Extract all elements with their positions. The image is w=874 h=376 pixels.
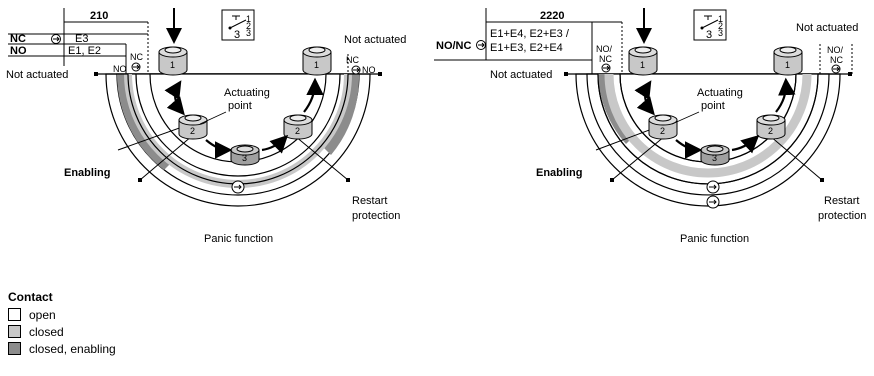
right-panic-label: Panic function	[680, 233, 749, 245]
left-row-nc-value: E3	[75, 33, 88, 45]
right-pos-2b: 2	[768, 126, 773, 136]
left-right-nc: NC	[346, 55, 359, 65]
right-symbol-digit: 3	[706, 29, 712, 41]
left-row-no-label: NO	[10, 45, 27, 57]
left-pos-1b: 1	[314, 60, 319, 70]
right-row-value-1: E1+E4, E2+E3 /	[490, 28, 570, 40]
right-pos-1: 1	[640, 60, 645, 70]
legend: Contact open closed closed, enabling	[8, 290, 116, 357]
right-table-header: 2220	[540, 10, 564, 22]
left-symbol-small-1: 1	[246, 14, 251, 24]
legend-item-closed-enabling: closed, enabling	[8, 340, 116, 357]
right-contact-table: 2220 NO/NC E1+E4, E2+E3 / E1+E3, E2+E4 N…	[434, 8, 623, 74]
right-right-col-1: NO/	[827, 45, 844, 55]
right-row-value-2: E1+E3, E2+E4	[490, 42, 563, 54]
left-diagram: 210 NC E3 NO E1, E2 NC NO Not actuated N…	[6, 8, 406, 245]
legend-item-closed: closed	[8, 323, 116, 340]
left-not-actuated-left: Not actuated	[6, 69, 68, 81]
left-switch-symbol: 3 1 2 3	[221, 9, 255, 41]
right-pos-1b: 1	[785, 60, 790, 70]
left-pos-1: 1	[170, 60, 175, 70]
left-button-pos1b: 1	[302, 46, 332, 76]
right-actuating-line2: point	[701, 100, 725, 112]
right-button-pos1b: 1	[773, 46, 803, 76]
right-left-col-1: NO/	[596, 44, 613, 54]
right-switch-symbol: 3 1 2 3	[693, 9, 727, 41]
legend-swatch-open	[8, 308, 21, 321]
left-restart-line1: Restart	[352, 195, 387, 207]
right-symbol-small-2: 2	[718, 21, 723, 31]
left-table-header: 210	[90, 10, 108, 22]
right-button-pos2b: 2	[756, 114, 786, 140]
right-right-col-2: NC	[830, 55, 843, 65]
left-row-nc-label: NC	[10, 33, 26, 45]
left-panic-label: Panic function	[204, 233, 273, 245]
right-actuating-line1: Actuating	[697, 87, 743, 99]
left-pos-3: 3	[242, 153, 247, 163]
left-actuating-line2: point	[228, 100, 252, 112]
legend-label-closed: closed	[29, 324, 64, 339]
legend-item-open: open	[8, 306, 116, 323]
right-button-pos3: 3	[700, 144, 730, 166]
right-closed-band	[604, 73, 812, 178]
right-symbol-small-1: 1	[718, 14, 723, 24]
legend-title: Contact	[8, 290, 53, 304]
legend-label-open: open	[29, 307, 56, 322]
left-button-pos2b: 2	[283, 114, 313, 140]
left-button-pos1: 1	[158, 46, 188, 76]
legend-label-closed-enabling: closed, enabling	[29, 341, 116, 356]
left-button-pos3: 3	[230, 144, 260, 166]
right-pos-3: 3	[712, 153, 717, 163]
right-enabling-label: Enabling	[536, 167, 582, 179]
left-symbol-digit: 3	[234, 29, 240, 41]
legend-swatch-closed-enabling	[8, 342, 21, 355]
left-row-no-value: E1, E2	[68, 45, 101, 57]
left-contact-table: 210 NC E3 NO E1, E2 NC NO	[8, 8, 149, 74]
left-not-actuated-right: Not actuated	[344, 34, 406, 46]
left-enabling-label: Enabling	[64, 167, 110, 179]
left-col-no: NO	[113, 64, 127, 74]
left-right-no: NO	[362, 65, 376, 75]
right-row-label: NO/NC	[436, 40, 472, 52]
left-pos-2b: 2	[295, 126, 300, 136]
right-symbol-small-3: 3	[718, 28, 723, 38]
left-col-nc: NC	[130, 52, 143, 62]
right-button-pos2a: 2	[648, 114, 678, 140]
left-button-pos2a: 2	[178, 114, 208, 140]
right-not-actuated-left: Not actuated	[490, 69, 552, 81]
left-restart-line2: protection	[352, 210, 400, 222]
left-symbol-small-3: 3	[246, 28, 251, 38]
right-restart-line2: protection	[818, 210, 866, 222]
right-not-actuated-right: Not actuated	[796, 22, 858, 34]
right-left-col-2: NC	[599, 54, 612, 64]
right-pos-2a: 2	[660, 126, 665, 136]
right-button-pos1: 1	[628, 46, 658, 76]
left-actuating-line1: Actuating	[224, 87, 270, 99]
left-symbol-small-2: 2	[246, 21, 251, 31]
right-restart-line1: Restart	[824, 195, 859, 207]
left-pos-2a: 2	[190, 126, 195, 136]
legend-swatch-closed	[8, 325, 21, 338]
right-diagram: 2220 NO/NC E1+E4, E2+E3 / E1+E3, E2+E4 N…	[434, 8, 866, 245]
